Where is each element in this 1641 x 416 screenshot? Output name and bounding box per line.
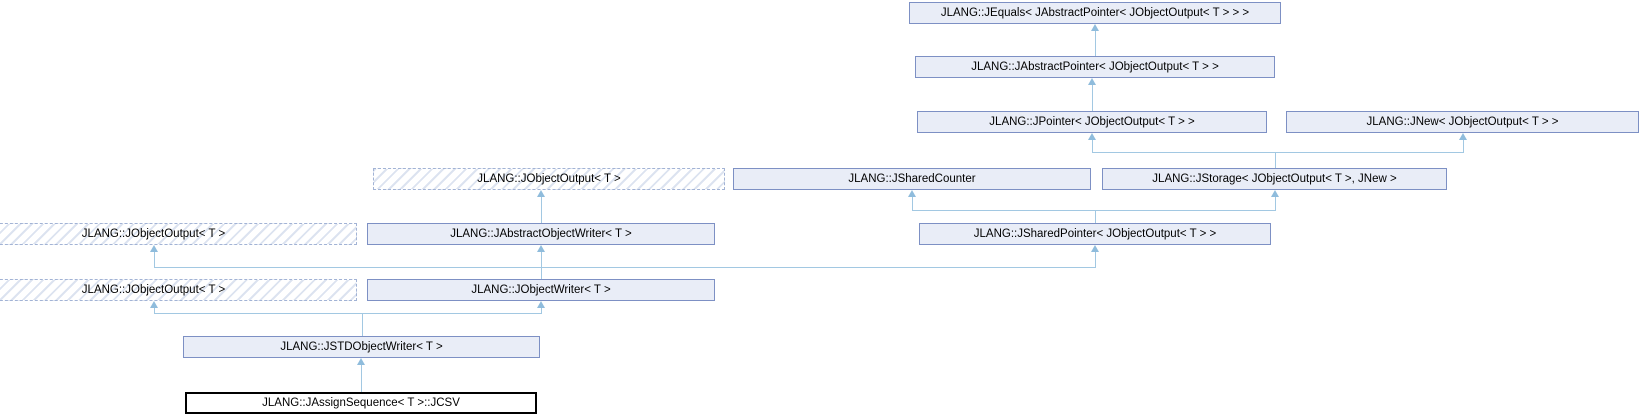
inheritance-edge-line	[541, 197, 542, 223]
inheritance-arrowhead	[537, 245, 545, 252]
class-node-jabstractobjectwriter[interactable]: JLANG::JAbstractObjectWriter< T >	[367, 223, 715, 245]
class-node-jstorage[interactable]: JLANG::JStorage< JObjectOutput< T >, JNe…	[1102, 168, 1447, 190]
inheritance-edge-line	[362, 313, 363, 336]
inheritance-edge-line	[154, 313, 542, 314]
inheritance-edge-line	[1092, 85, 1093, 111]
inheritance-edge-line	[1095, 210, 1096, 223]
inheritance-arrowhead	[537, 301, 545, 308]
inheritance-edge-line	[1275, 197, 1276, 210]
class-node-jobjectoutput-a: JLANG::JObjectOutput< T >	[373, 168, 725, 190]
class-node-jstdobjectwriter[interactable]: JLANG::JSTDObjectWriter< T >	[183, 336, 540, 358]
class-node-jsharedcounter[interactable]: JLANG::JSharedCounter	[733, 168, 1091, 190]
inheritance-arrowhead	[150, 245, 158, 252]
inheritance-edge-line	[541, 267, 542, 279]
inheritance-edge-line	[1095, 31, 1096, 56]
inheritance-edge-line	[154, 308, 155, 313]
inheritance-arrowhead	[1271, 190, 1279, 197]
inheritance-edge-line	[154, 252, 155, 267]
inheritance-arrowhead	[537, 190, 545, 197]
inheritance-edge-line	[541, 252, 542, 267]
class-node-jobjectoutput-c: JLANG::JObjectOutput< T >	[0, 279, 357, 301]
class-node-jsharedpointer[interactable]: JLANG::JSharedPointer< JObjectOutput< T …	[919, 223, 1271, 245]
inheritance-edge-line	[1275, 152, 1276, 168]
inheritance-edge-line	[361, 365, 362, 392]
class-node-jcsv: JLANG::JAssignSequence< T >::JCSV	[185, 392, 537, 414]
class-node-jnew[interactable]: JLANG::JNew< JObjectOutput< T > >	[1286, 111, 1639, 133]
inheritance-arrowhead	[150, 301, 158, 308]
inheritance-arrowhead	[1088, 78, 1096, 85]
inheritance-arrowhead	[1088, 133, 1096, 140]
inheritance-edge-line	[1092, 140, 1093, 152]
class-node-jabstractpointer[interactable]: JLANG::JAbstractPointer< JObjectOutput< …	[915, 56, 1275, 78]
class-node-jobjectoutput-b: JLANG::JObjectOutput< T >	[0, 223, 357, 245]
inheritance-arrowhead	[1091, 24, 1099, 31]
inheritance-arrowhead	[1091, 245, 1099, 252]
inheritance-edge-line	[1463, 140, 1464, 152]
inheritance-edge-line	[912, 210, 1276, 211]
inheritance-arrowhead	[908, 190, 916, 197]
inheritance-edge-line	[541, 308, 542, 313]
inheritance-edge-line	[1095, 252, 1096, 267]
class-node-jequals[interactable]: JLANG::JEquals< JAbstractPointer< JObjec…	[909, 2, 1281, 24]
inheritance-arrowhead	[1459, 133, 1467, 140]
inheritance-edge-line	[912, 197, 913, 210]
class-node-jpointer[interactable]: JLANG::JPointer< JObjectOutput< T > >	[917, 111, 1267, 133]
inheritance-edge-line	[1092, 152, 1464, 153]
class-node-jobjectwriter[interactable]: JLANG::JObjectWriter< T >	[367, 279, 715, 301]
inheritance-arrowhead	[357, 358, 365, 365]
inheritance-edge-line	[154, 267, 1096, 268]
